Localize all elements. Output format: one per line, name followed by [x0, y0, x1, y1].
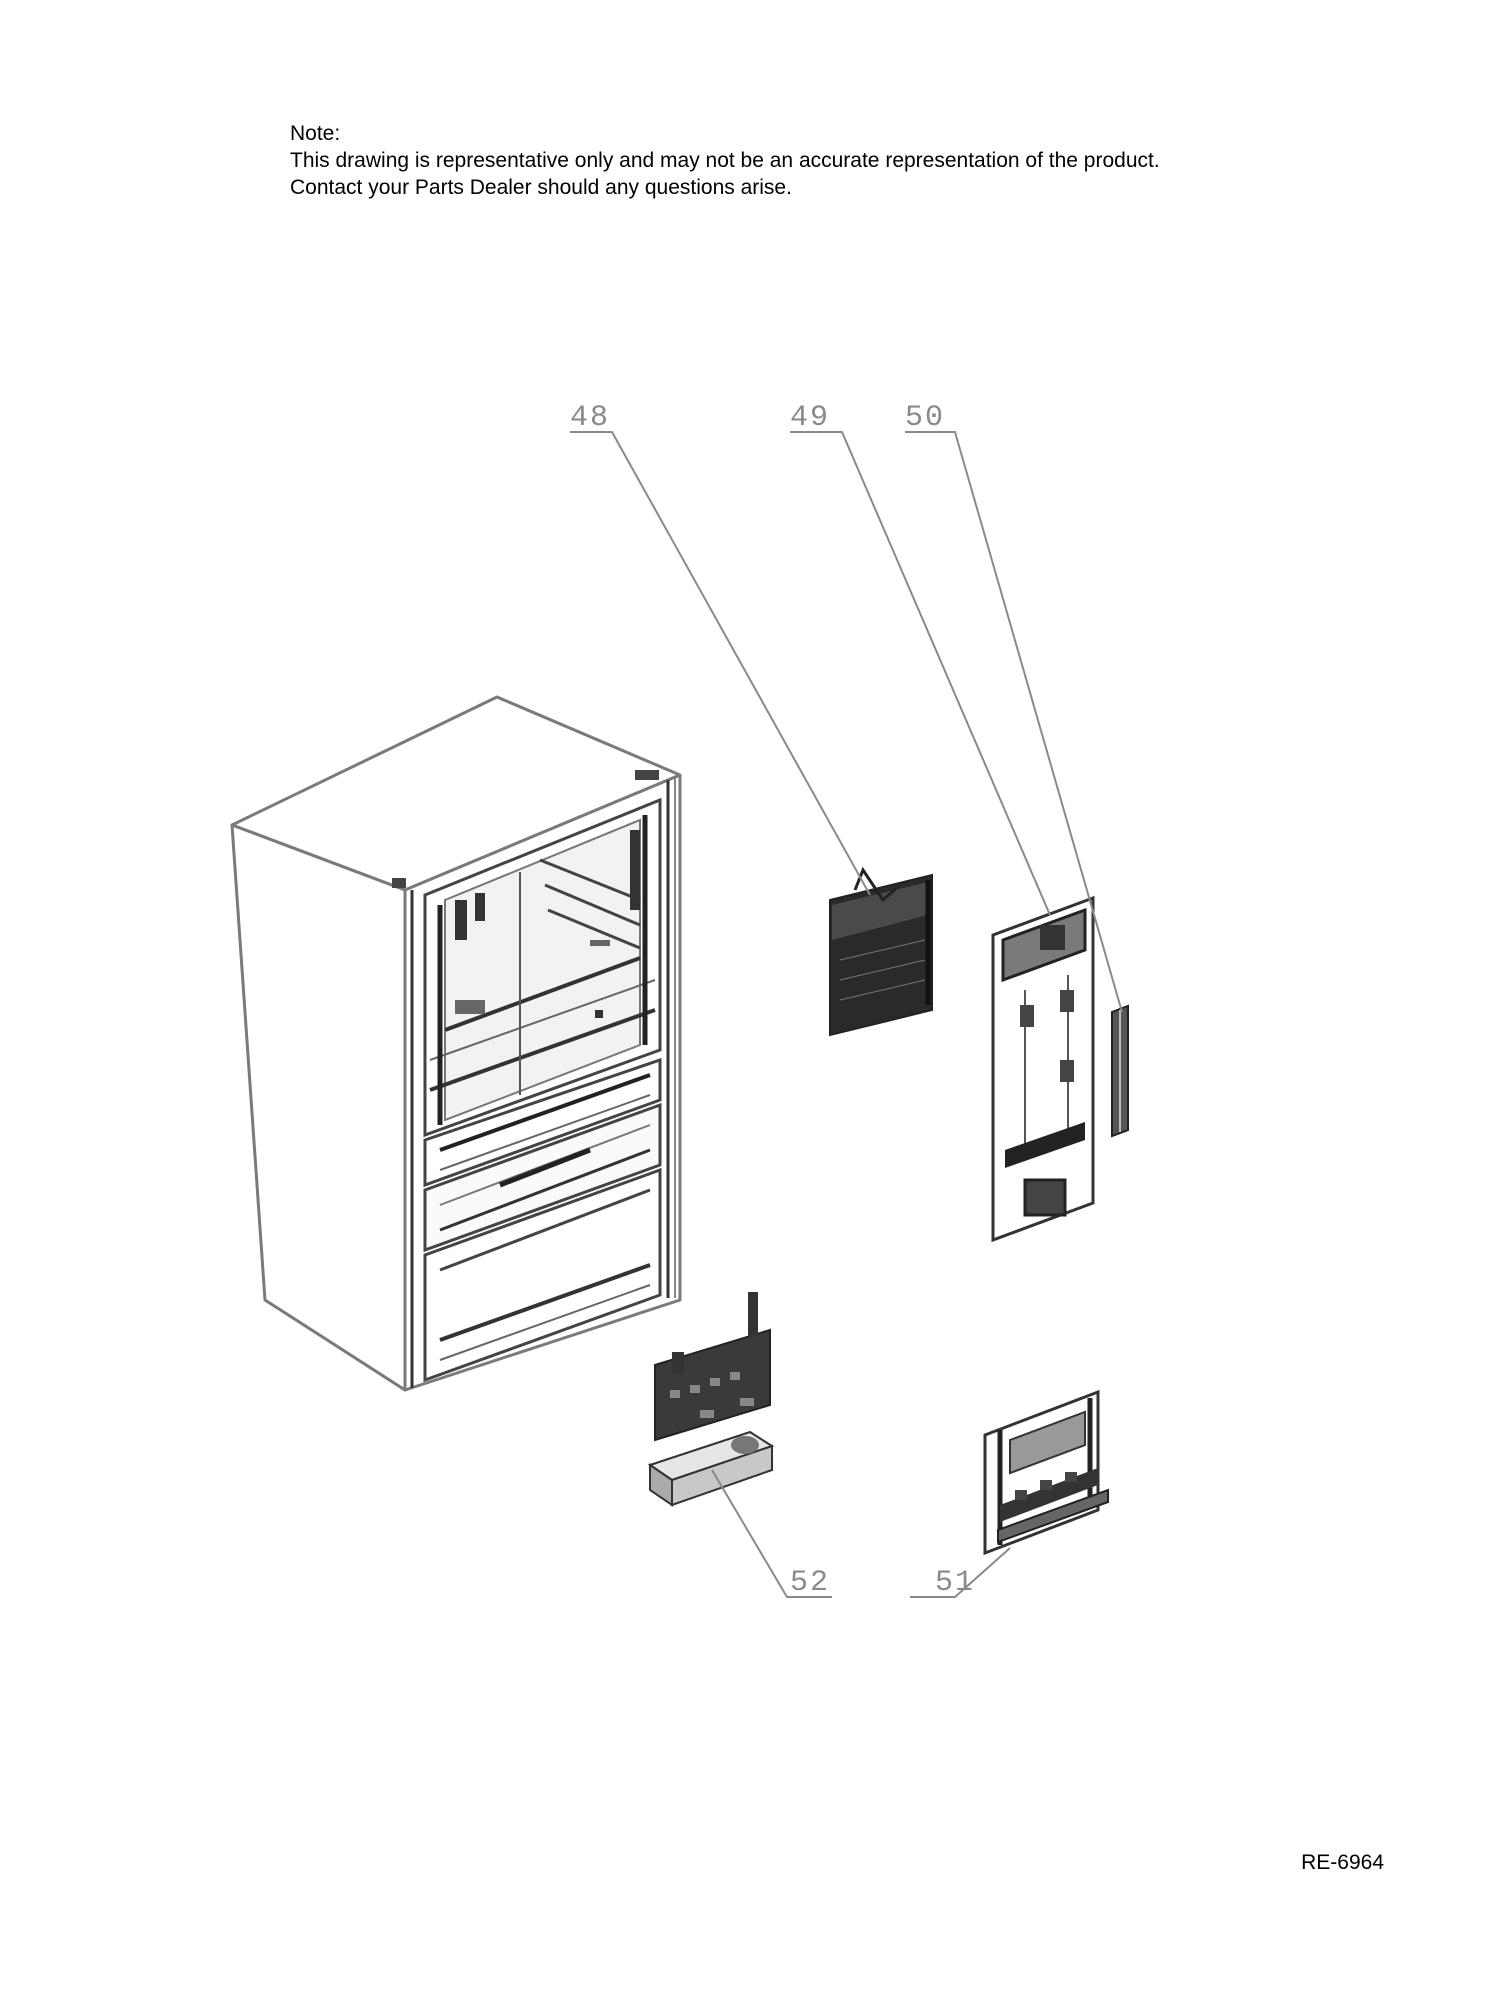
part-51-bracket-assembly [983, 1389, 1109, 1556]
leader-line-48 [570, 431, 871, 896]
leader-lines [570, 431, 1123, 1598]
leader-line-52 [711, 1469, 832, 1598]
cabinet-interior [392, 770, 676, 1388]
part-label-51: 51 [935, 1566, 975, 1600]
document-id: RE-6964 [1301, 1851, 1384, 1874]
drawing-note: Note: This drawing is representative onl… [290, 120, 1290, 201]
part-49-dispenser-panel [991, 895, 1095, 1243]
part-label-50: 50 [905, 401, 945, 435]
note-line-2: Contact your Parts Dealer should any que… [290, 176, 792, 199]
note-line-1: This drawing is representative only and … [290, 149, 1160, 172]
part-labels: 48 49 50 51 52 [570, 401, 975, 1600]
part-label-48: 48 [570, 401, 610, 435]
part-50-strip [1111, 1004, 1129, 1138]
part-label-52: 52 [790, 1566, 830, 1600]
note-heading: Note: [290, 122, 341, 145]
part-label-49: 49 [790, 401, 830, 435]
leader-line-51 [910, 1547, 1011, 1598]
leader-line-49 [790, 431, 1051, 916]
part-48-bracket [829, 866, 933, 1037]
leader-line-50 [905, 431, 1123, 1013]
part-52-control-board [647, 1292, 775, 1507]
